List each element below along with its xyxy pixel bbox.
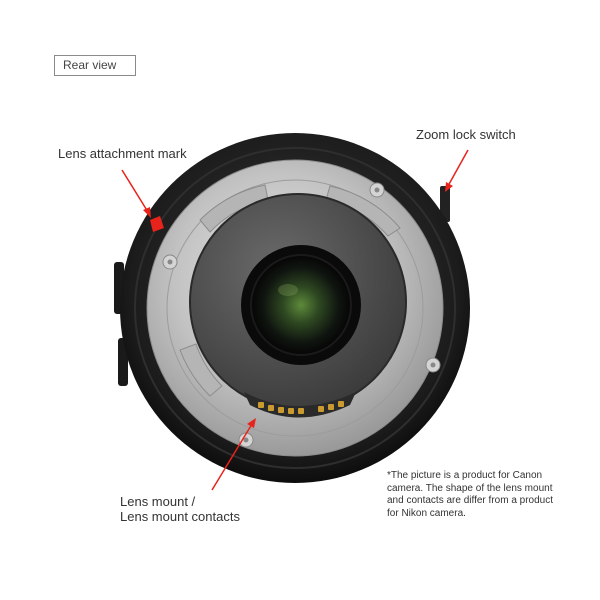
lens-attachment-mark (150, 216, 164, 232)
callout-lens-attachment-mark: Lens attachment mark (58, 146, 187, 161)
view-label: Rear view (54, 55, 136, 76)
rear-lens-element (251, 255, 351, 355)
zoom-lock-switch (440, 186, 450, 222)
lens-mount-contacts (258, 401, 344, 414)
callout-lens-mount-line2: Lens mount contacts (120, 509, 240, 524)
callout-lens-mount: Lens mount / Lens mount contacts (120, 494, 270, 524)
contacts-housing (244, 392, 356, 418)
callout-lens-mount-line1: Lens mount / (120, 494, 196, 509)
callout-arrows (121, 149, 469, 491)
footnote: *The picture is a product for Canon came… (387, 470, 554, 519)
callout-zoom-lock-switch: Zoom lock switch (416, 127, 516, 142)
